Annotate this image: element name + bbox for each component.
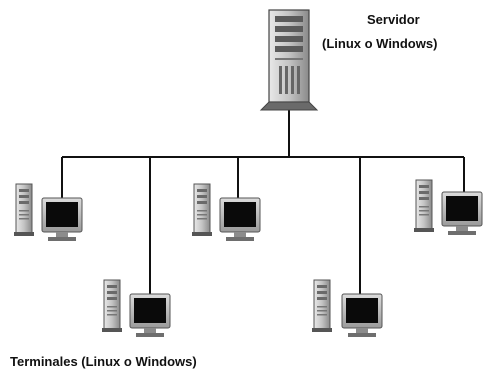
network-lines (61, 108, 465, 296)
terminals-label: Terminales (Linux o Windows) (10, 354, 197, 369)
workstation-icon (311, 279, 383, 338)
server-label-title: Servidor (367, 12, 420, 27)
workstation-icon (13, 183, 83, 242)
server-label-os: (Linux o Windows) (322, 36, 438, 51)
workstation-icon (191, 183, 261, 242)
workstation-icon (413, 179, 483, 236)
workstation-icon (101, 279, 171, 338)
server-tower-icon (260, 9, 318, 111)
